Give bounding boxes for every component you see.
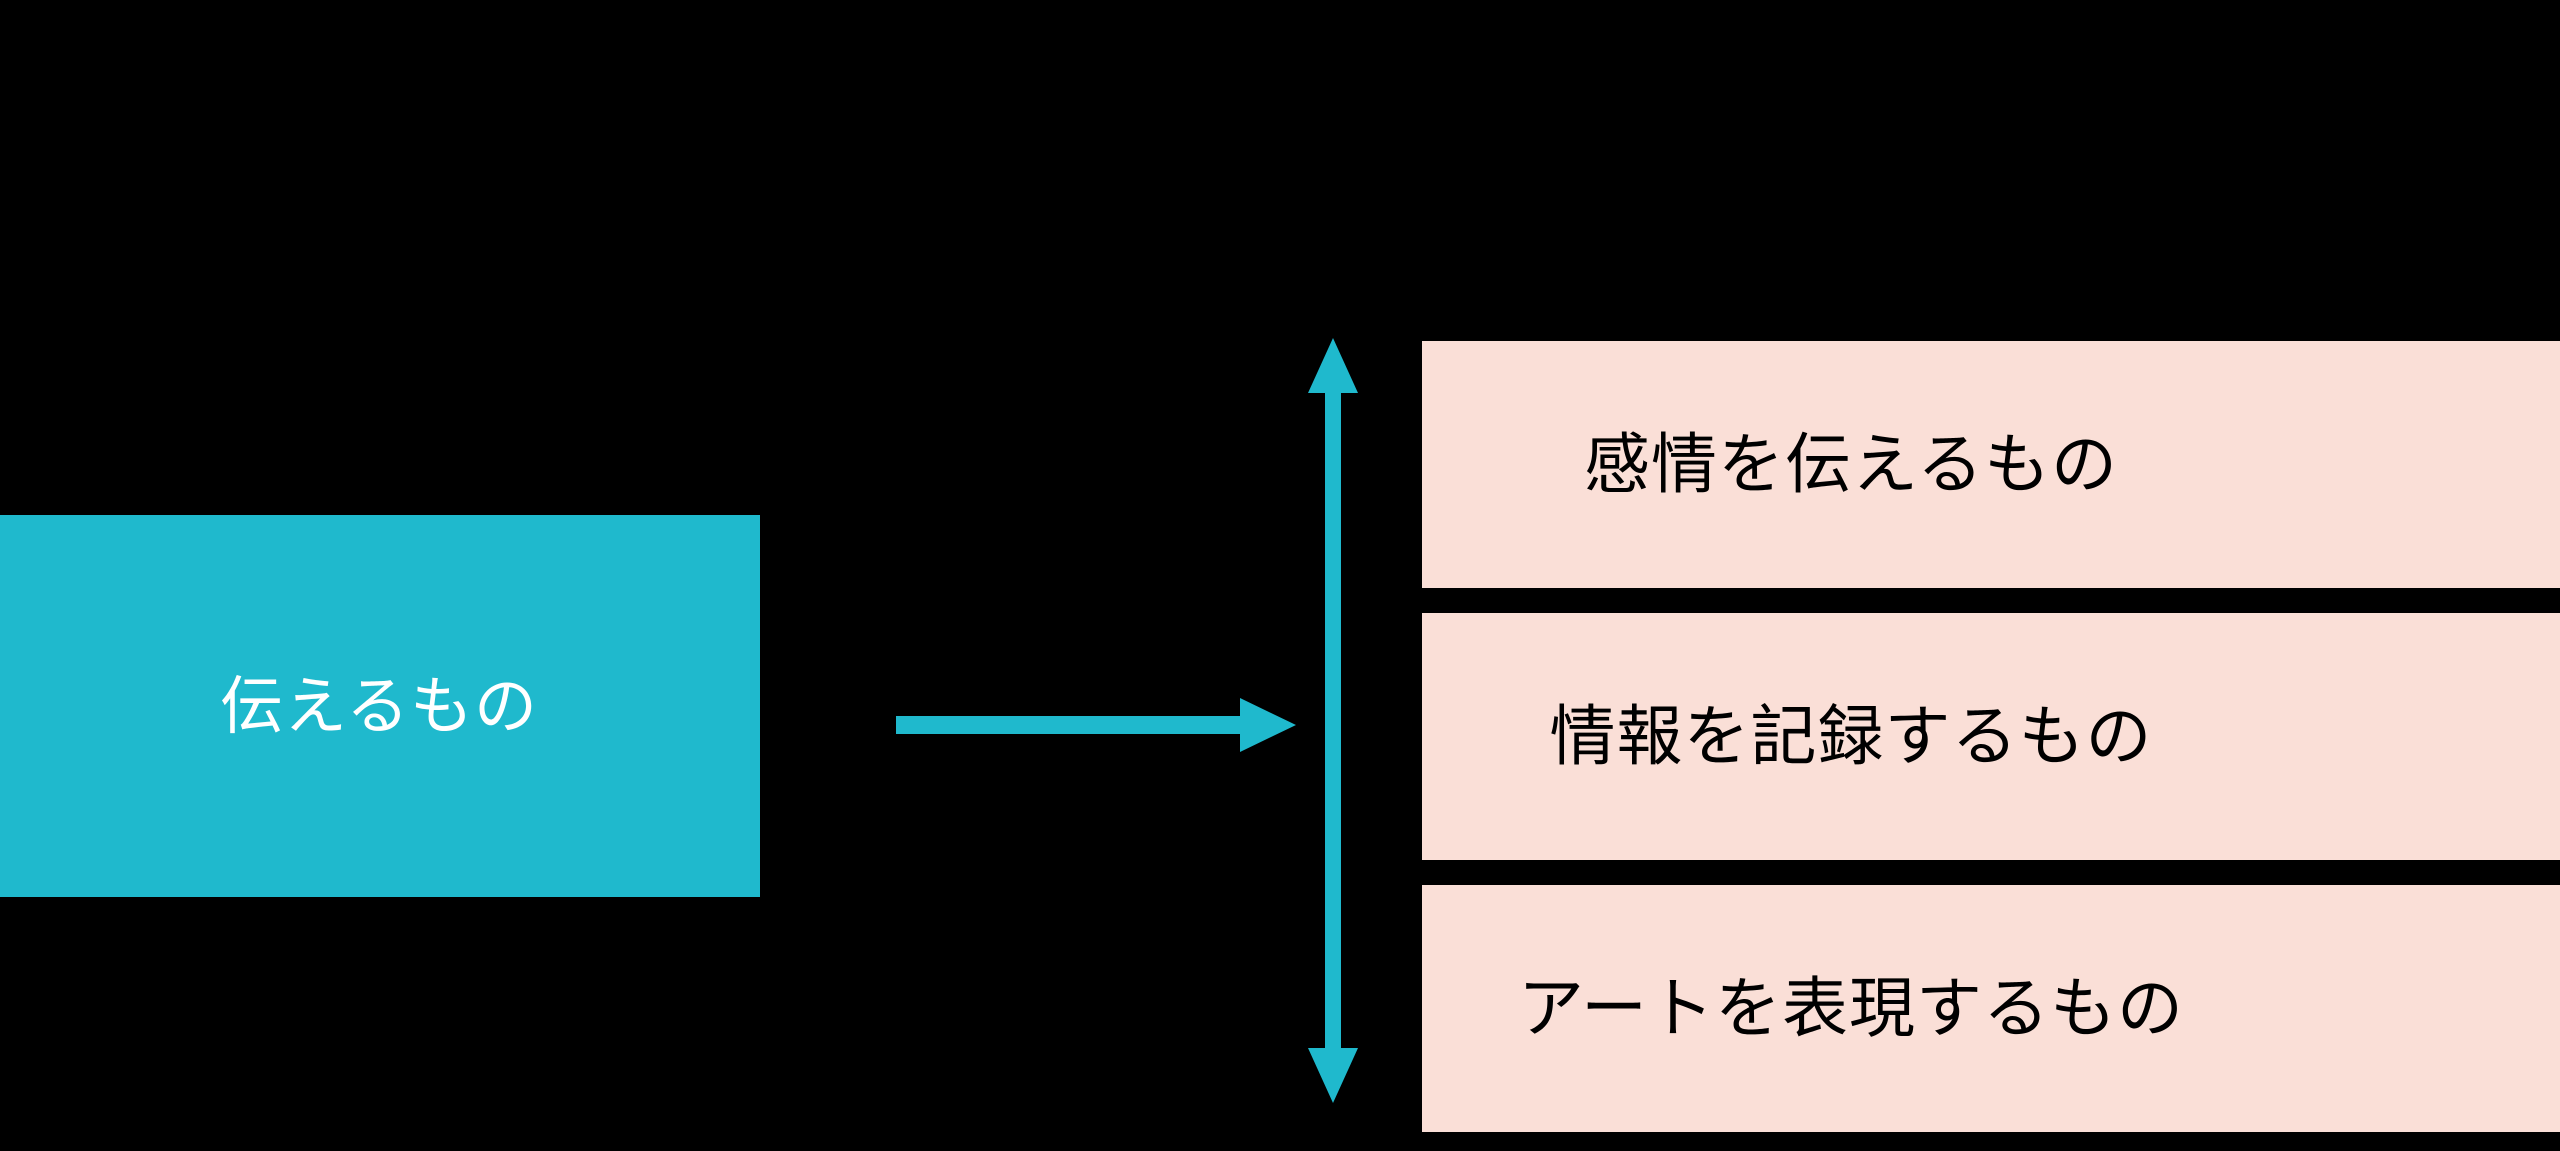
category-box: 感情を伝えるもの bbox=[1422, 341, 2560, 588]
category-box: アートを表現するもの bbox=[1422, 885, 2560, 1132]
category-label: アートを表現するもの bbox=[1517, 969, 2185, 1047]
source-concept-label: 伝えるもの bbox=[219, 669, 539, 743]
right-arrow-icon bbox=[896, 698, 1296, 752]
category-list: 感情を伝えるもの 情報を記録するもの アートを表現するもの bbox=[1422, 341, 2560, 1132]
category-box: 情報を記録するもの bbox=[1422, 613, 2560, 860]
source-concept-box: 伝えるもの bbox=[0, 515, 760, 897]
double-arrow-vertical-icon bbox=[1306, 338, 1360, 1103]
category-label: 情報を記録するもの bbox=[1549, 697, 2153, 775]
category-label: 感情を伝えるもの bbox=[1583, 425, 2119, 503]
